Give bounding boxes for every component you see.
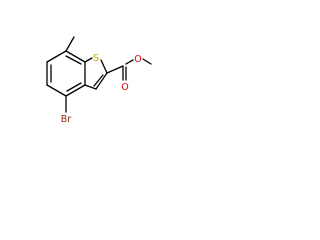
bond bbox=[65, 84, 86, 97]
bond bbox=[46, 50, 67, 63]
double-bond bbox=[66, 82, 82, 92]
bond bbox=[106, 65, 124, 74]
bromine-atom-label: Br bbox=[61, 114, 72, 125]
double-bond bbox=[93, 74, 104, 87]
bond bbox=[95, 72, 108, 90]
ester-oxygen-atom-label: O bbox=[134, 54, 141, 65]
bond bbox=[65, 50, 86, 63]
bond bbox=[46, 84, 67, 97]
sulfur-atom-label: S bbox=[93, 53, 99, 64]
carbonyl-oxygen-atom-label: O bbox=[121, 82, 128, 93]
bond bbox=[84, 57, 93, 63]
bond bbox=[125, 59, 134, 65]
double-bond bbox=[65, 55, 82, 65]
bond bbox=[84, 84, 97, 90]
bond bbox=[100, 59, 108, 74]
methoxy-bond bbox=[142, 58, 152, 65]
methyl-bond bbox=[65, 36, 75, 52]
molecule-structure: S Br O O bbox=[46, 36, 152, 125]
